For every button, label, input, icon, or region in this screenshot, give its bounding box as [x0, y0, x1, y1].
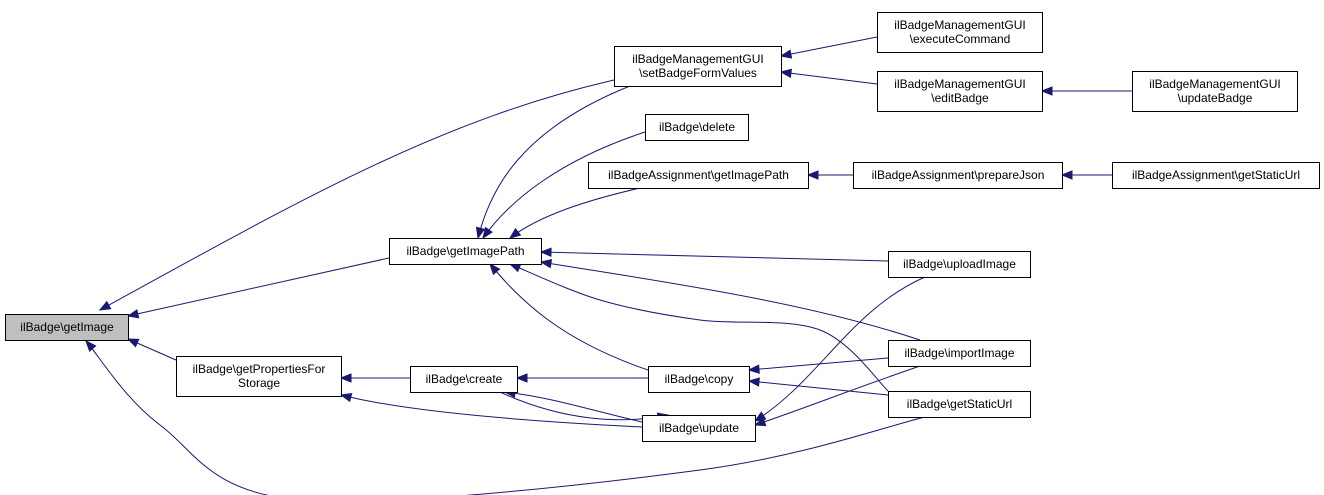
- node-label: ilBadge\delete: [659, 120, 735, 134]
- node-importImage[interactable]: ilBadge\importImage: [888, 340, 1031, 367]
- edge-getStaticUrl-to-copy: [747, 377, 889, 396]
- node-updateBadge[interactable]: ilBadgeManagementGUI\updateBadge: [1132, 71, 1298, 112]
- node-box: [648, 366, 750, 393]
- node-box: [176, 356, 342, 397]
- node-copy[interactable]: ilBadge\copy: [648, 366, 750, 393]
- node-box: [645, 114, 749, 141]
- node-label: ilBadgeAssignment\getStaticUrl: [1132, 168, 1300, 182]
- node-label: ilBadgeAssignment\prepareJson: [872, 168, 1045, 182]
- node-delete[interactable]: ilBadge\delete: [645, 114, 749, 141]
- edge-setBadgeFormValues-to-getImagePath: [475, 85, 631, 240]
- node-uploadImage[interactable]: ilBadge\uploadImage: [888, 251, 1031, 278]
- node-label: ilBadgeManagementGUI: [894, 18, 1025, 32]
- node-label: ilBadge\uploadImage: [903, 257, 1016, 271]
- edges-layer: [85, 36, 1132, 495]
- edge-update-to-getPropertiesForStorage: [339, 392, 643, 428]
- node-box: [5, 314, 129, 341]
- node-label: ilBadge\getStaticUrl: [907, 397, 1012, 411]
- node-box: [853, 162, 1063, 189]
- node-label: ilBadge\importImage: [904, 346, 1014, 360]
- edge-update-to-create: [503, 388, 643, 423]
- node-label: ilBadge\update: [659, 421, 739, 435]
- node-label: ilBadge\copy: [665, 372, 734, 386]
- node-box: [888, 391, 1031, 418]
- edge-getPropertiesForStorage-to-getImage: [126, 338, 177, 361]
- edge-importImage-to-getImagePath: [539, 259, 921, 341]
- node-getImage[interactable]: ilBadge\getImage: [5, 314, 129, 341]
- edge-create-to-getPropertiesForStorage: [339, 373, 410, 383]
- node-create[interactable]: ilBadge\create: [410, 366, 518, 393]
- node-label: ilBadge\getPropertiesFor: [193, 362, 326, 376]
- edge-executeCommand-to-setBadgeFormValues: [779, 36, 878, 59]
- edge-copy-to-getImagePath: [489, 262, 649, 371]
- edge-delete-to-getImagePath: [482, 131, 646, 240]
- edge-getStaticUrl-to-getImage: [85, 339, 926, 495]
- edge-importImage-to-copy: [747, 357, 889, 374]
- node-box: [877, 12, 1043, 53]
- node-box: [642, 415, 756, 442]
- edge-uploadImage-to-getImagePath: [539, 247, 889, 262]
- node-box: [389, 238, 542, 265]
- edge-updateBadge-to-editBadge: [1040, 86, 1132, 96]
- node-label: ilBadgeManagementGUI: [632, 52, 763, 66]
- node-prepareJson[interactable]: ilBadgeAssignment\prepareJson: [853, 162, 1063, 189]
- edge-getImagePath-to-getImage: [126, 257, 390, 319]
- node-label: ilBadgeAssignment\getImagePath: [608, 168, 789, 182]
- node-box: [888, 251, 1031, 278]
- edge-editBadge-to-setBadgeFormValues: [779, 68, 878, 85]
- edge-assignGetStaticUrl-to-prepareJson: [1060, 170, 1112, 180]
- node-getImagePath[interactable]: ilBadge\getImagePath: [389, 238, 542, 265]
- edge-prepareJson-to-assignGetImagePath: [806, 170, 853, 180]
- node-label: ilBadgeManagementGUI: [1149, 77, 1280, 91]
- node-update[interactable]: ilBadge\update: [642, 415, 756, 442]
- node-setBadgeFormValues[interactable]: ilBadgeManagementGUI\setBadgeFormValues: [614, 46, 782, 87]
- node-box: [588, 162, 809, 189]
- node-label: \executeCommand: [910, 32, 1011, 46]
- node-label: \setBadgeFormValues: [639, 66, 757, 80]
- node-box: [1112, 162, 1320, 189]
- node-label: ilBadge\getImagePath: [406, 244, 524, 258]
- node-box: [410, 366, 518, 393]
- edge-copy-to-create: [515, 373, 648, 383]
- edge-assignGetImagePath-to-getImagePath: [508, 187, 641, 239]
- node-box: [877, 71, 1043, 112]
- node-label: \editBadge: [931, 91, 989, 105]
- node-label: \updateBadge: [1178, 91, 1253, 105]
- node-box: [1132, 71, 1298, 112]
- node-box: [888, 340, 1031, 367]
- node-label: ilBadge\create: [426, 372, 503, 386]
- node-editBadge[interactable]: ilBadgeManagementGUI\editBadge: [877, 71, 1043, 112]
- node-box: [614, 46, 782, 87]
- node-assignGetStaticUrl[interactable]: ilBadgeAssignment\getStaticUrl: [1112, 162, 1320, 189]
- node-assignGetImagePath[interactable]: ilBadgeAssignment\getImagePath: [588, 162, 809, 189]
- edge-setBadgeFormValues-to-getImage: [98, 79, 615, 311]
- node-getStaticUrl[interactable]: ilBadge\getStaticUrl: [888, 391, 1031, 418]
- node-label: Storage: [238, 376, 280, 390]
- nodes-layer: ilBadge\getImageilBadgeManagementGUI\set…: [5, 12, 1320, 442]
- node-executeCommand[interactable]: ilBadgeManagementGUI\executeCommand: [877, 12, 1043, 53]
- node-label: ilBadgeManagementGUI: [894, 77, 1025, 91]
- node-label: ilBadge\getImage: [20, 320, 114, 334]
- edge-importImage-to-update: [753, 365, 921, 427]
